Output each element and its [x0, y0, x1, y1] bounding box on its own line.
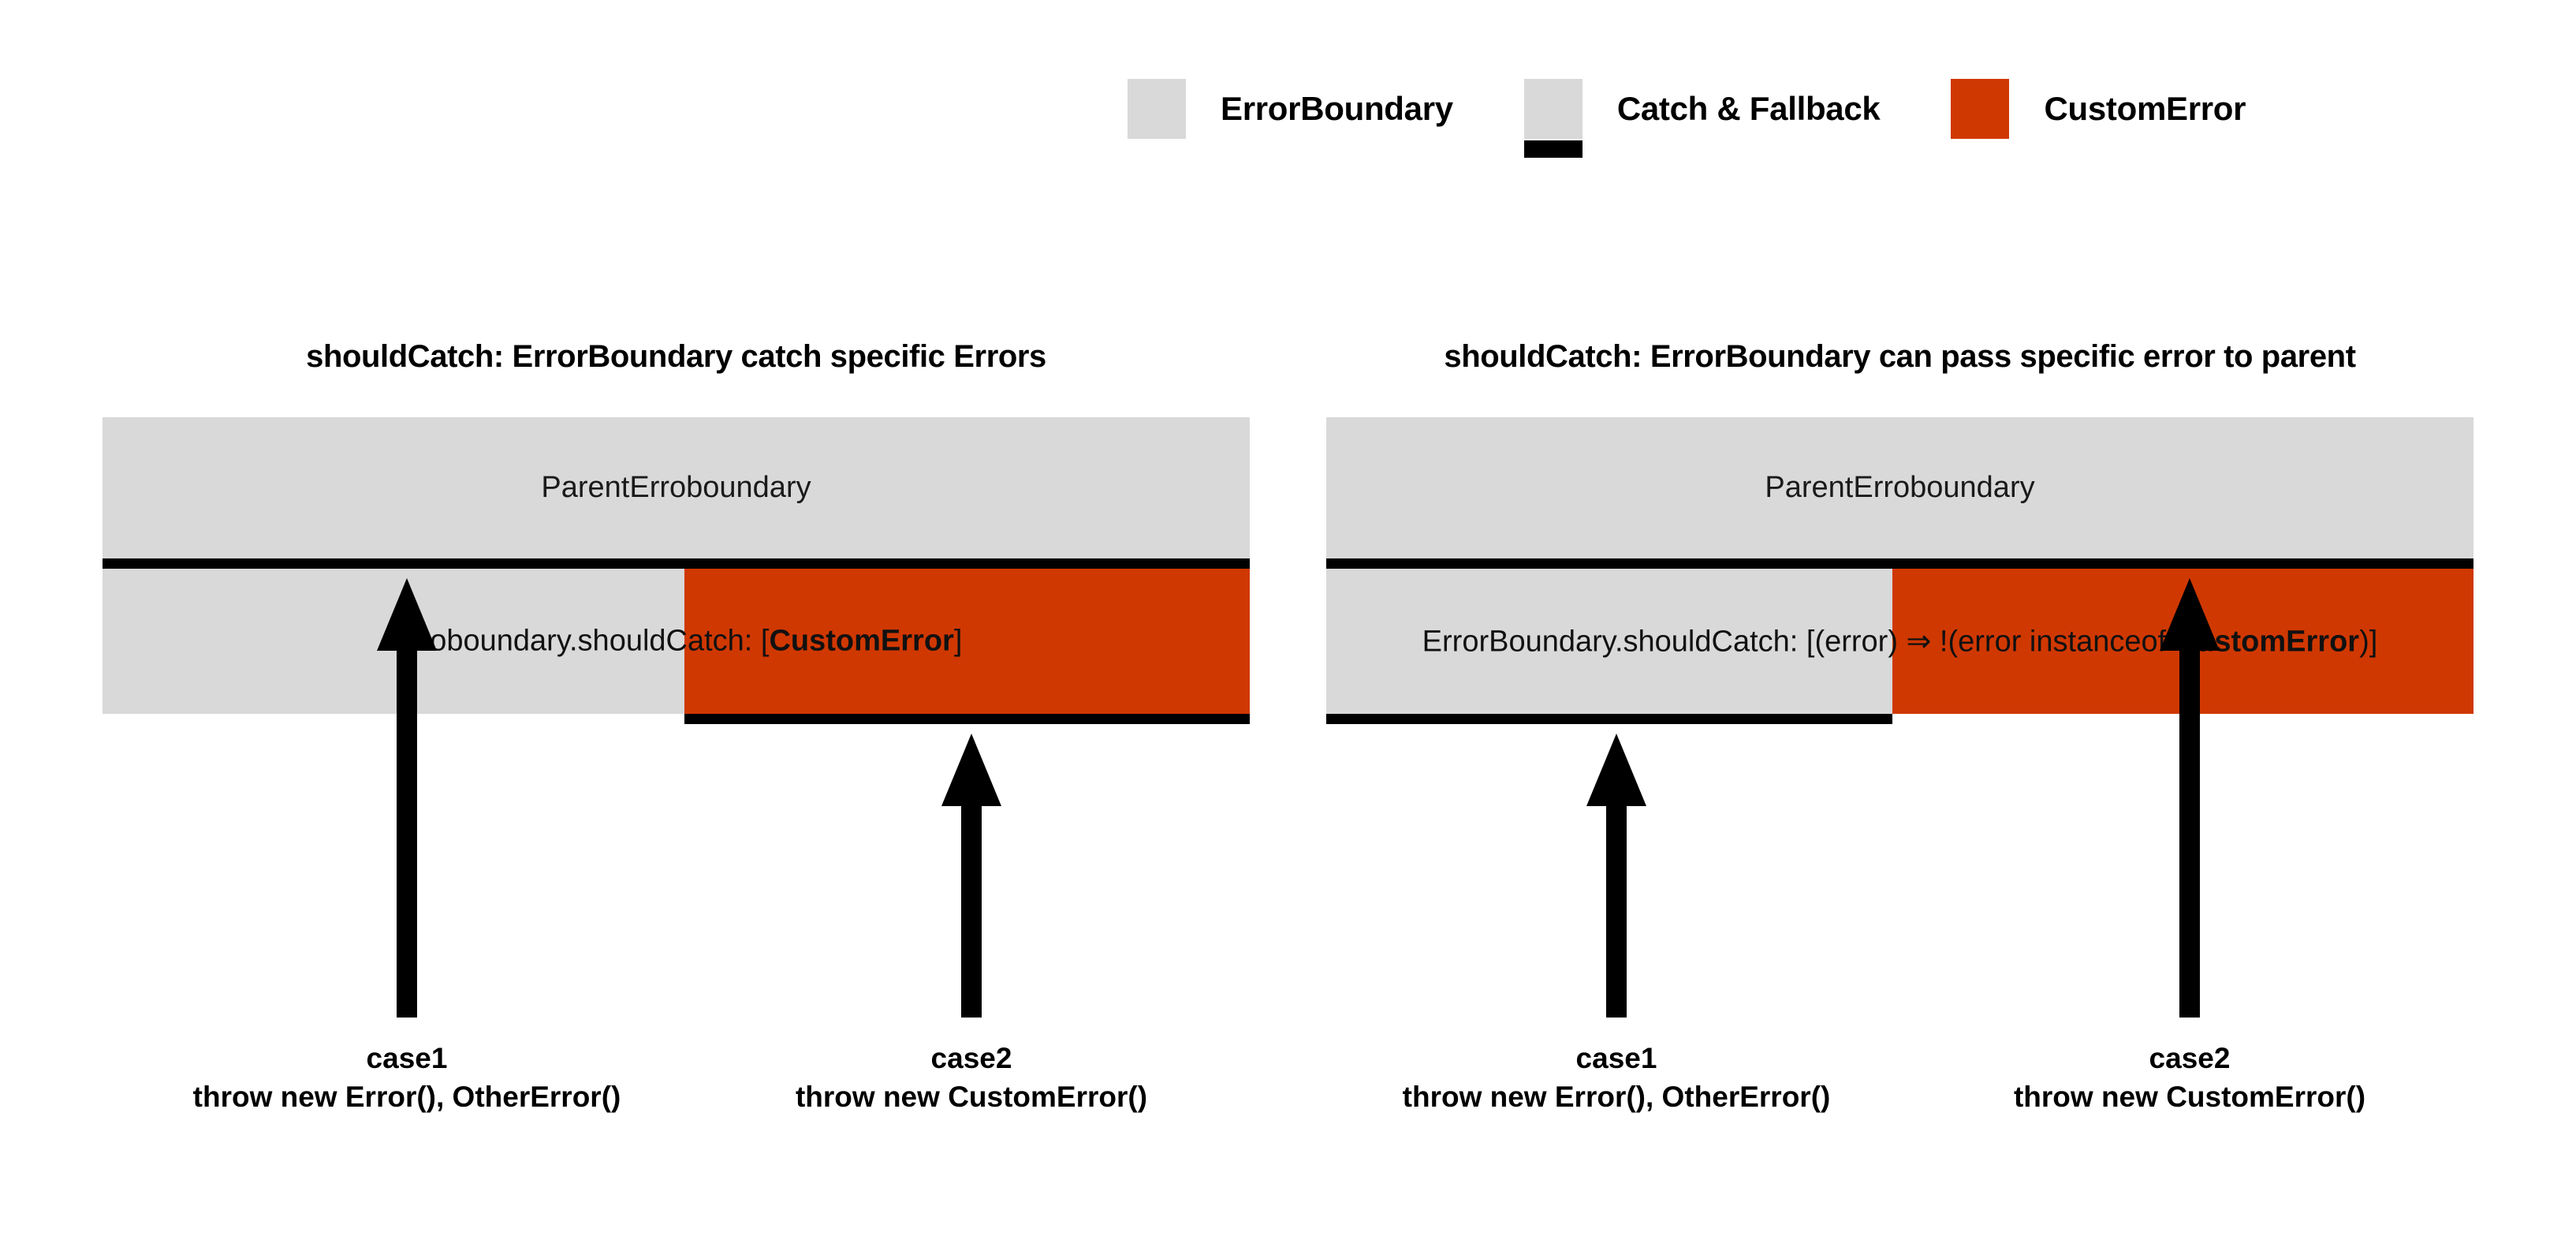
right-case2-arrow	[2154, 578, 2225, 1018]
legend-label-errorboundary: ErrorBoundary	[1221, 90, 1453, 127]
right-case1-line1: case1	[1575, 1042, 1657, 1074]
child-bottom-bar-row	[103, 714, 1250, 724]
child-orange-region	[684, 569, 1250, 714]
left-case1-label: case1 throw new Error(), OtherError()	[193, 1040, 621, 1117]
parent-errorboundary-label: ParentErroboundary	[1765, 471, 2035, 504]
panel-left-diagram: ParentErroboundary Erroboundary.shouldCa…	[103, 417, 1250, 724]
parent-errorboundary-box: ParentErroboundary	[1326, 417, 2473, 558]
left-case2-label: case2 throw new CustomError()	[796, 1040, 1147, 1117]
parent-errorboundary-box: ParentErroboundary	[103, 417, 1250, 558]
child-errorboundary-row: ErrorBoundary.shouldCatch: [(error) ⇒ !(…	[1326, 569, 2473, 714]
left-case1-line1: case1	[366, 1042, 448, 1074]
gray-square-with-black-bar-swatch	[1523, 79, 1583, 158]
panel-right-title: shouldCatch: ErrorBoundary can pass spec…	[1444, 339, 2356, 374]
orange-square-swatch	[1951, 79, 2010, 139]
parent-catch-fallback-bar	[1326, 558, 2473, 569]
panel-right-diagram: ParentErroboundary ErrorBoundary.shouldC…	[1326, 417, 2473, 724]
right-case2-label: case2 throw new CustomError()	[2014, 1040, 2365, 1117]
panel-left-title: shouldCatch: ErrorBoundary catch specifi…	[306, 339, 1046, 374]
child-gray-catch-fallback-bar	[1326, 714, 1892, 724]
parent-catch-fallback-bar	[103, 558, 1250, 569]
legend-label-customerror: CustomError	[2044, 90, 2246, 127]
left-case2-line2: throw new CustomError()	[795, 1080, 1148, 1113]
left-case1-arrow	[371, 578, 442, 1018]
right-case2-line2: throw new CustomError()	[2013, 1080, 2366, 1113]
child-gray-region	[1326, 569, 1892, 714]
child-errorboundary-row: Erroboundary.shouldCatch: [CustomError]	[103, 569, 1250, 714]
gray-square-swatch	[1128, 79, 1186, 139]
parent-errorboundary-label: ParentErroboundary	[541, 471, 811, 504]
child-orange-catch-fallback-bar	[684, 714, 1250, 724]
panel-left: shouldCatch: ErrorBoundary catch specifi…	[103, 339, 1250, 724]
left-case1-line2: throw new Error(), OtherError()	[192, 1080, 621, 1113]
left-case2-line1: case2	[930, 1042, 1012, 1074]
right-case2-line1: case2	[2149, 1042, 2231, 1074]
legend-item-customerror: CustomError	[1951, 79, 2246, 139]
legend: ErrorBoundary Catch & Fallback CustomErr…	[1128, 79, 2246, 158]
legend-item-catch-fallback: Catch & Fallback	[1523, 79, 1881, 158]
legend-item-errorboundary: ErrorBoundary	[1128, 79, 1453, 139]
panel-right: shouldCatch: ErrorBoundary can pass spec…	[1326, 339, 2473, 724]
right-case1-line2: throw new Error(), OtherError()	[1402, 1080, 1831, 1113]
right-case1-arrow	[1581, 734, 1652, 1018]
left-case2-arrow	[936, 734, 1007, 1018]
child-bottom-bar-row	[1326, 714, 2473, 724]
right-case1-label: case1 throw new Error(), OtherError()	[1403, 1040, 1831, 1117]
legend-label-catch-fallback: Catch & Fallback	[1616, 90, 1881, 127]
